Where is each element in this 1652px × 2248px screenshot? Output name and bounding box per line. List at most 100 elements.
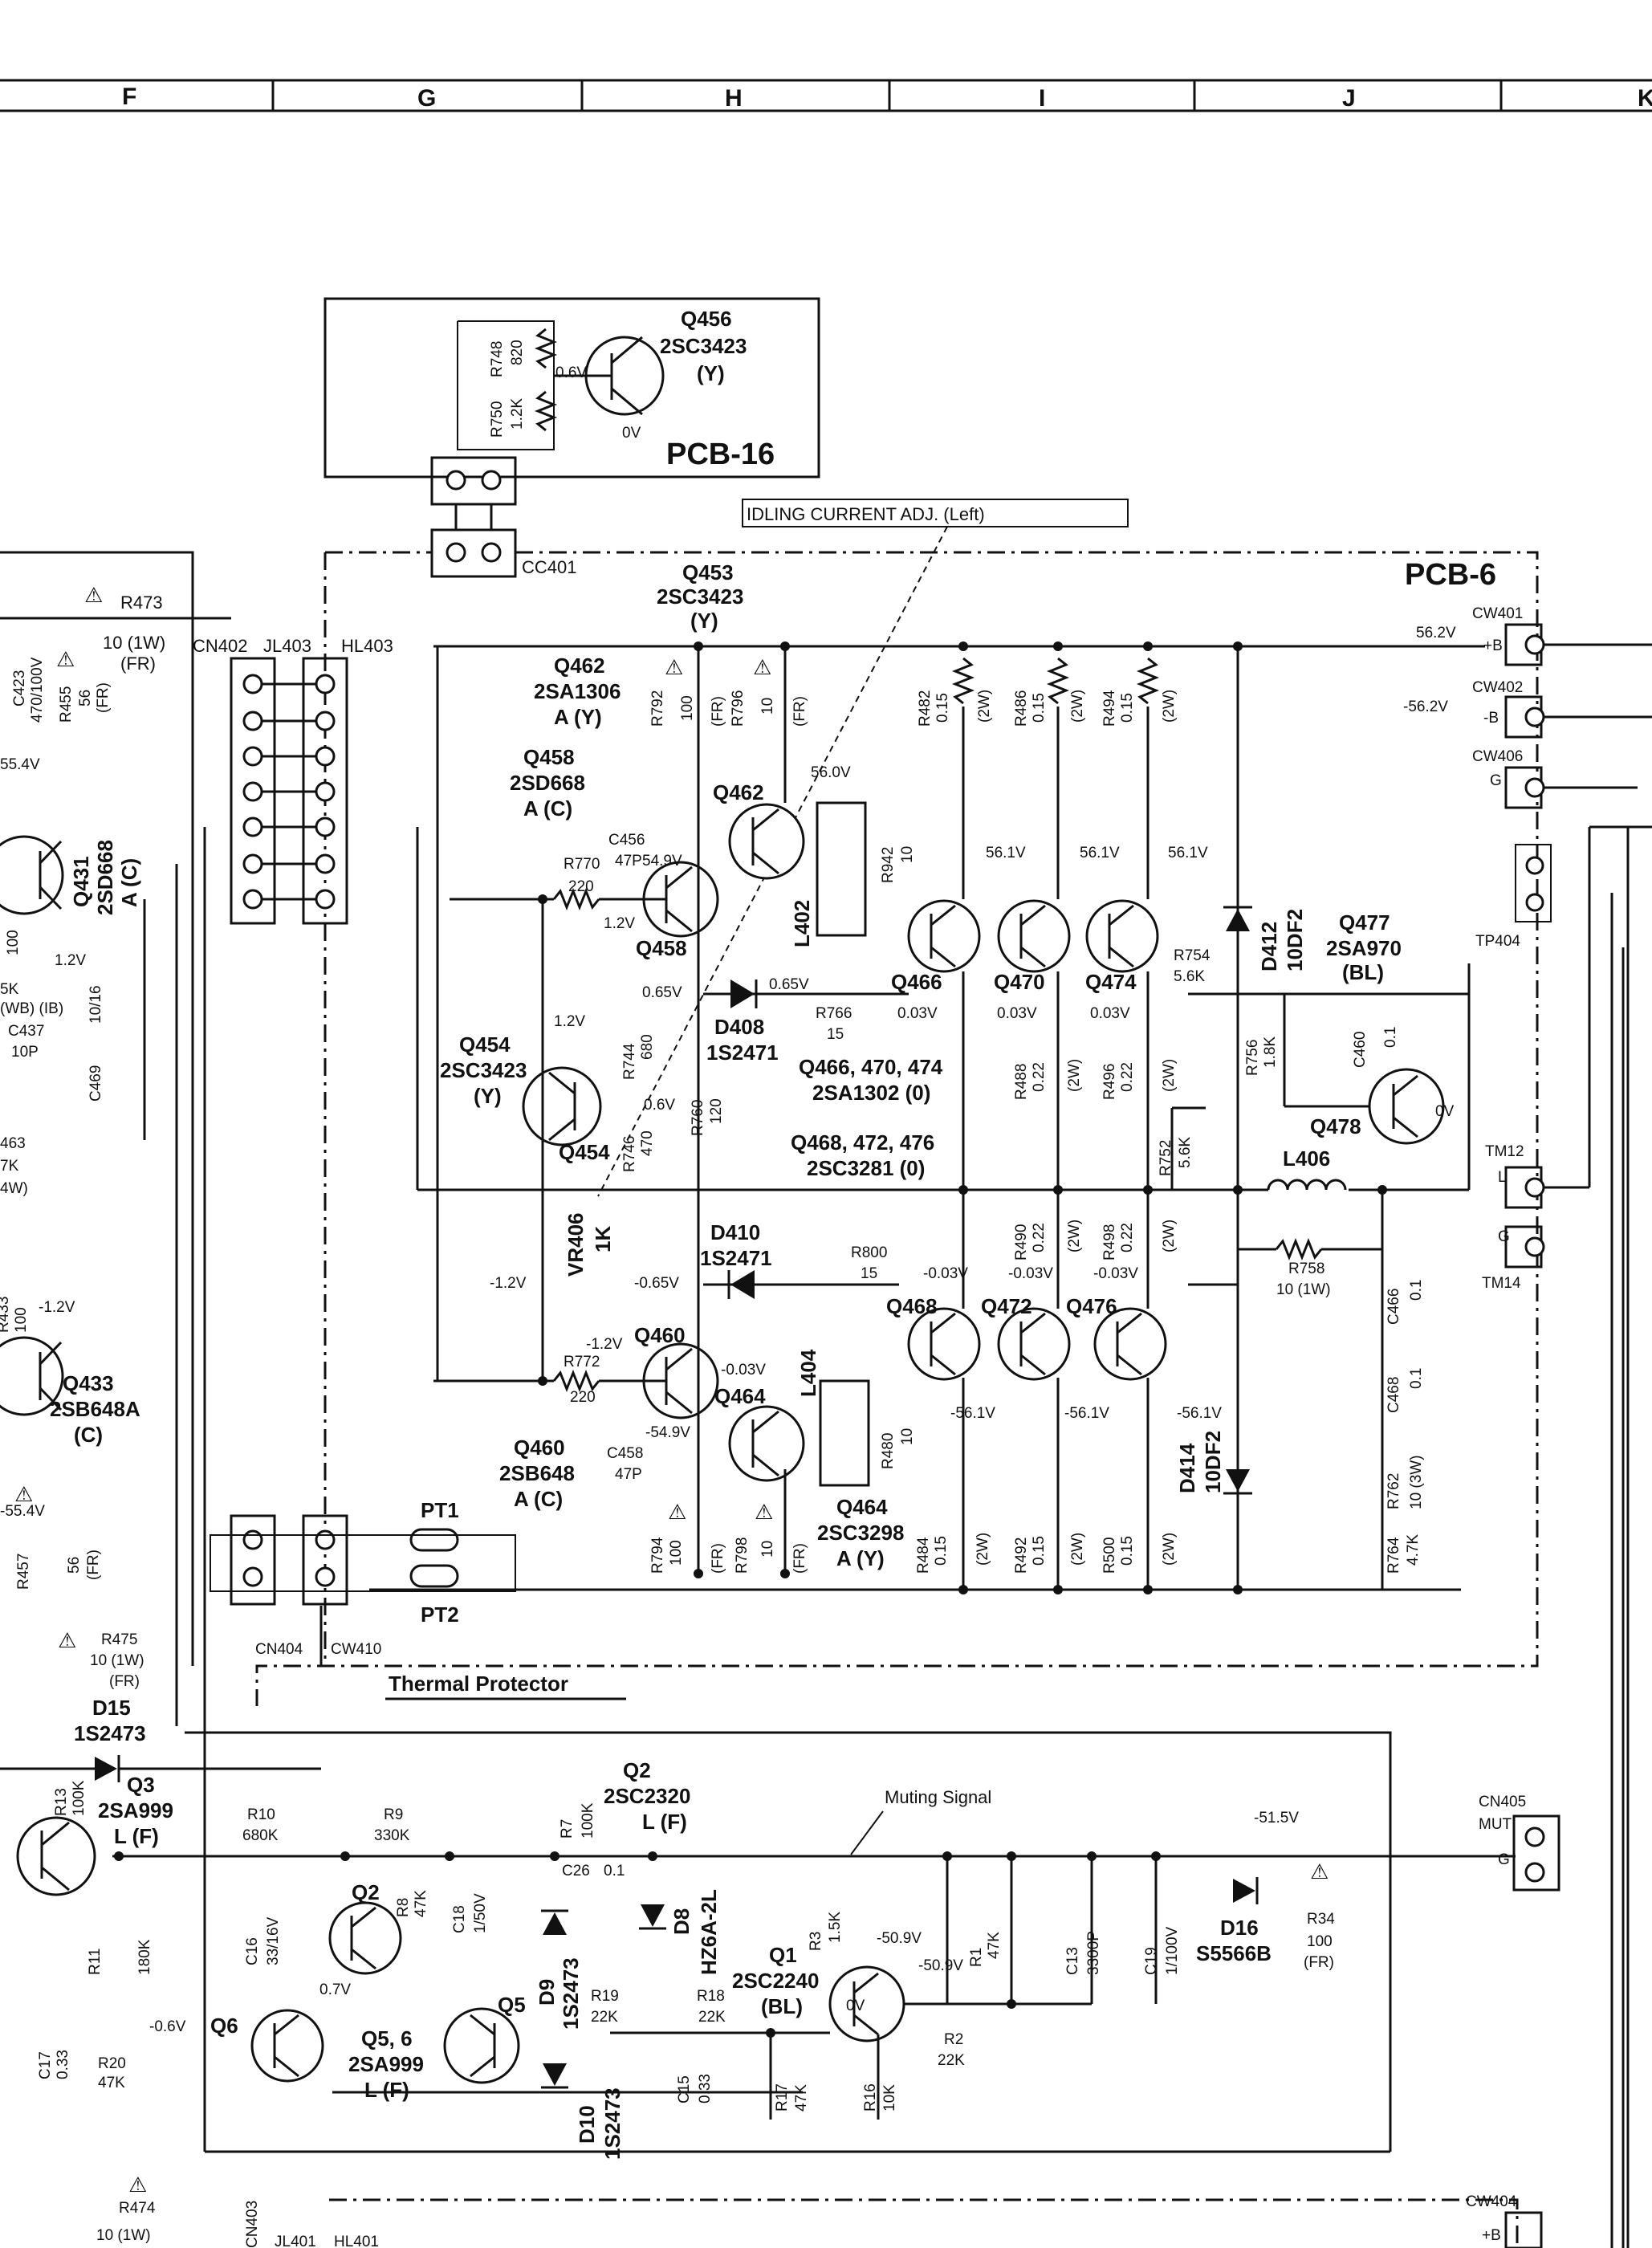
q460-rank: A (C) xyxy=(514,1487,563,1511)
column-label-j: J xyxy=(1342,85,1356,112)
r766-ref: R766 xyxy=(816,1005,852,1022)
r16-ref: R16 xyxy=(862,2083,879,2112)
r770-val: 220 xyxy=(568,878,594,895)
c468-val: 0.1 xyxy=(1408,1368,1425,1389)
d10-symbol xyxy=(543,2063,567,2086)
q458-base-voltage: 1.2V xyxy=(604,915,635,932)
r20-ref: R20 xyxy=(98,2055,126,2072)
q2-rank: L (F) xyxy=(642,1810,687,1834)
cc401-connector: CC401 xyxy=(430,456,576,578)
l404-section: L404 R480 10 xyxy=(796,1349,916,1487)
r798-warning: ⚠ xyxy=(755,1500,773,1524)
structural-wires xyxy=(143,646,1519,2248)
d414-type: 10DF2 xyxy=(1201,1431,1225,1493)
q456-emitter-voltage: 0V xyxy=(622,425,641,442)
q464-ref: Q464 xyxy=(714,1384,766,1408)
bias-section: 0.65V 0.65V D408 1S2471 R766 15 0.03V 0.… xyxy=(554,976,1130,1180)
r486-type: (2W) xyxy=(1069,690,1086,723)
q2-type: 2SC2320 xyxy=(604,1784,690,1808)
pt1-label: PT1 xyxy=(421,1498,459,1522)
q474-transistor: Q474 56.1V xyxy=(1085,845,1208,994)
cn402-connector-block: CN402 JL403 HL403 xyxy=(193,636,393,925)
cw404-label: CW404 xyxy=(1466,2193,1517,2210)
r756-val: 1.8K xyxy=(1262,1036,1279,1068)
r744-ref: R744 xyxy=(621,1043,638,1080)
tm12-label: TM12 xyxy=(1485,1143,1524,1160)
q431-type: 2SD668 xyxy=(93,840,117,915)
c15-val: 0.33 xyxy=(697,2074,714,2103)
cn405-label: CN405 xyxy=(1479,1794,1526,1810)
l402-ref: L402 xyxy=(790,900,814,947)
r792-type: (FR) xyxy=(710,696,726,727)
q454-voltage: 1.2V xyxy=(554,1013,585,1030)
c456-ref: C456 xyxy=(608,832,645,849)
pcb16-label: PCB-16 xyxy=(666,438,775,471)
r455-type: (FR) xyxy=(95,682,112,713)
r798-val: 10 xyxy=(759,1541,776,1558)
q472-ref: Q472 xyxy=(981,1294,1032,1318)
r20-val: 47K xyxy=(98,2075,125,2091)
lower-resistors: Q460 2SB648 A (C) Q464 2SC3298 A (Y) ⚠ R… xyxy=(369,1436,1461,1591)
d412-type: 10DF2 xyxy=(1283,909,1307,971)
q462-ref: Q462 xyxy=(713,780,764,804)
c19-ref: C19 xyxy=(1143,1947,1160,1975)
vr406-val: 1K xyxy=(591,1226,615,1252)
r18-ref: R18 xyxy=(697,1988,725,2005)
r11-ref: R11 xyxy=(87,1949,104,1975)
q460-base-voltage: -1.2V xyxy=(586,1336,623,1353)
r10-val: 680K xyxy=(242,1827,279,1844)
r9-val: 330K xyxy=(374,1827,410,1844)
r457-val: 56 xyxy=(66,1557,83,1574)
junction-dots xyxy=(114,641,1387,2038)
q458-ref: Q458 xyxy=(636,936,687,960)
r758-val: 10 (1W) xyxy=(1276,1281,1331,1298)
c16-ref: C16 xyxy=(244,1937,261,1965)
r435-label: 5K xyxy=(0,981,19,998)
r496-ref: R496 xyxy=(1101,1064,1118,1100)
q464-rank: A (Y) xyxy=(836,1546,885,1570)
r34-type: (FR) xyxy=(1304,1954,1334,1971)
r7-ref: R7 xyxy=(559,1819,576,1839)
r34-val: 100 xyxy=(1307,1933,1333,1950)
q466-group-refs: Q466, 470, 474 xyxy=(799,1055,943,1079)
q454-ref: Q454 xyxy=(459,1032,511,1057)
r752-val: 5.6K xyxy=(1177,1137,1194,1168)
d16-type: S5566B xyxy=(1196,1941,1272,1965)
r750-ref: R750 xyxy=(489,401,506,438)
q477-ref: Q477 xyxy=(1339,910,1390,935)
r433-top-val: 100 xyxy=(5,930,22,955)
r498-val: 0.22 xyxy=(1119,1223,1136,1252)
q1-node-voltage: -50.9V xyxy=(918,1957,963,1974)
q466-voltage: 56.1V xyxy=(986,845,1026,861)
r463-val: 7K xyxy=(0,1158,19,1175)
d408-voltage: 0.65V xyxy=(769,976,809,993)
v-m12-label: -1.2V xyxy=(490,1275,527,1292)
d16-symbol xyxy=(1233,1879,1255,1903)
q478-ref: Q478 xyxy=(1310,1114,1361,1138)
v-m065-label: -0.65V xyxy=(634,1275,679,1292)
r772-val: 220 xyxy=(570,1389,596,1406)
r18-val: 22K xyxy=(698,2009,726,2026)
r792-warning: ⚠ xyxy=(665,655,683,679)
q3-ref: Q3 xyxy=(127,1773,155,1797)
d15-ref: D15 xyxy=(92,1696,131,1720)
bus-pins xyxy=(242,674,336,910)
cc401-label: CC401 xyxy=(522,557,576,577)
r800-voltage: -0.03V xyxy=(923,1265,968,1282)
lower-left-section: ⚠ R457 56 (FR) ⚠ R475 10 (1W) (FR) D15 1… xyxy=(0,1482,321,1782)
q458-type: 2SD668 xyxy=(510,771,585,795)
c17-ref: C17 xyxy=(37,2051,54,2079)
q431-ref: Q431 xyxy=(69,856,93,907)
mute-voltage: -51.5V xyxy=(1254,1810,1299,1826)
r455-warning: ⚠ xyxy=(56,647,75,671)
r34-ref: R34 xyxy=(1307,1911,1335,1928)
d15-symbol xyxy=(95,1757,117,1781)
q474-emitter-voltage: 0.03V xyxy=(1090,1005,1130,1022)
cw402-pin: -B xyxy=(1483,710,1499,727)
cw401-label: CW401 xyxy=(1472,605,1523,622)
r744-val: 680 xyxy=(639,1034,656,1060)
q464-ref-block: Q464 xyxy=(836,1495,888,1519)
column-label-h: H xyxy=(725,85,743,112)
l406-output: L406 R758 10 (1W) C466 0.1 C468 0.1 R762… xyxy=(417,1146,1469,1590)
r490-type: (2W) xyxy=(1066,1220,1083,1252)
